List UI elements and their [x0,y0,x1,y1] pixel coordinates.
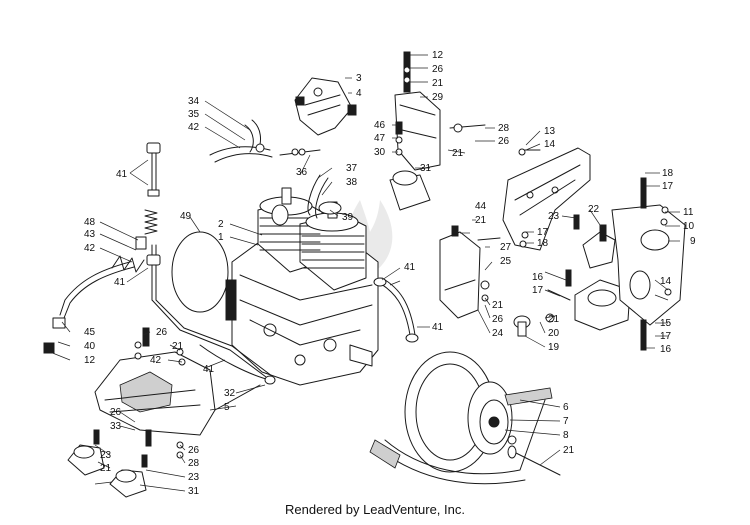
callout-label: 35 [188,109,200,120]
callout-label: 4 [356,88,362,99]
callout-label: 26 [432,64,444,75]
footer-credit: Rendered by LeadVenture, Inc. [285,502,465,517]
callout-label: 21 [452,148,464,159]
callout-label: 7 [563,416,569,427]
callout-label: 5 [224,402,230,413]
callout-label: 26 [492,314,504,325]
callout-label: 16 [660,344,672,355]
callout-label: 27 [500,242,512,253]
callout-label: 24 [492,328,504,339]
callout-label: 16 [532,272,544,283]
callout-label: 48 [84,217,96,228]
lower-fuel-line [199,344,276,385]
callout-label: 29 [432,92,444,103]
callout-label: 18 [537,238,549,249]
callout-label: 21 [548,314,560,325]
callout-label: 34 [188,96,200,107]
callout-label: 39 [342,212,354,223]
callout-label: 49 [180,211,192,222]
callout-label: 11 [683,207,694,218]
callout-label: 41 [432,322,444,333]
callout-label: 40 [84,341,96,352]
callout-label: 26 [498,136,510,147]
right-support-bracket [611,177,686,351]
engine-assembly [225,187,379,386]
callout-label: 41 [203,364,215,375]
callout-label: 18 [662,168,674,179]
callout-label: 15 [660,318,672,329]
callout-label: 38 [346,177,358,188]
callout-label: 28 [188,458,200,469]
callout-label: 21 [100,463,112,474]
callout-label: 14 [660,276,672,287]
callout-label: 10 [683,221,695,232]
callout-label: 1 [218,232,224,243]
callout-label: 41 [404,262,416,273]
callout-label: 26 [110,407,122,418]
callout-label: 37 [346,163,358,174]
callout-label: 17 [662,181,674,192]
callout-label: 41 [114,277,126,288]
callout-label: 42 [84,243,96,254]
center-right-bracket [439,225,501,319]
lower-rubber-mounts [67,429,184,498]
callout-label: 12 [84,355,96,366]
right-side-plate [502,147,591,251]
drive-clutch-assembly [369,351,561,485]
callout-label: 2 [218,219,224,230]
leader-lines [49,54,680,492]
callout-label: 21 [563,445,575,456]
callout-label: 47 [374,133,386,144]
callout-label: 25 [500,256,512,267]
center-bolts [513,214,580,337]
left-fuel-lines [43,142,273,381]
callout-label: 17 [537,227,549,238]
coolant-hoses [209,119,329,219]
callout-label: 46 [374,120,386,131]
upper-mount-bracket [294,77,357,136]
callout-label: 12 [432,50,444,61]
callout-label: 8 [563,430,569,441]
callout-label: 17 [660,331,672,342]
callout-label: 21 [172,341,184,352]
callout-label: 45 [84,327,96,338]
intake-gasket [171,231,229,313]
callout-label: 31 [420,163,432,174]
callout-label: 21 [432,78,444,89]
callout-label: 26 [188,445,200,456]
callout-label: 32 [224,388,236,399]
callout-label: 21 [475,215,487,226]
callout-label: 23 [188,472,200,483]
callout-label: 42 [188,122,200,133]
callout-label: 28 [498,123,510,134]
callout-label: 44 [475,201,487,212]
callout-label: 42 [150,355,162,366]
hose-clamps [255,143,342,226]
lower-left-mount-plate [94,327,261,436]
callout-label: 14 [544,139,556,150]
callout-label: 20 [548,328,560,339]
callout-label: 9 [690,236,696,247]
callout-label: 36 [296,167,308,178]
upper-right-bracket [389,51,486,211]
callout-label: 21 [492,300,504,311]
callout-label: 43 [84,229,96,240]
callout-label: 23 [548,211,560,222]
callout-label: 33 [110,421,122,432]
callout-label: 31 [188,486,200,497]
right-engine-mount [574,224,631,331]
callout-label: 19 [548,342,560,353]
callout-label: 13 [544,126,556,137]
callout-label: 30 [374,147,386,158]
right-hose [373,277,419,343]
callout-label: 26 [156,327,168,338]
callout-label: 6 [563,402,569,413]
callout-label: 41 [116,169,128,180]
callout-label: 3 [356,73,362,84]
callout-label: 17 [532,285,544,296]
callout-label: 23 [100,450,112,461]
callout-labels: 12 26 21 29 3 4 34 35 42 46 47 30 28 26 … [84,50,696,497]
callout-label: 22 [588,204,600,215]
